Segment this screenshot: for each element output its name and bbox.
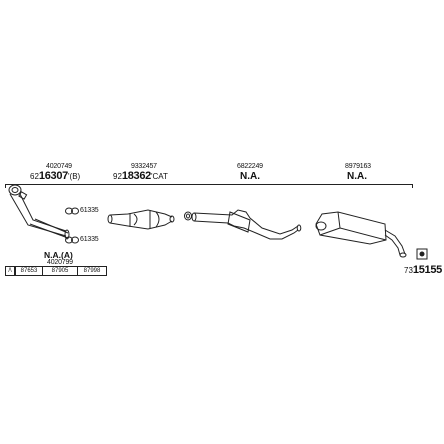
part-na-3: N.A. (240, 171, 260, 182)
part-code-1: 6216307'(B) (30, 170, 81, 182)
assembly-top-line (5, 184, 413, 185)
part-ref-1: 4020749 (46, 163, 72, 170)
assembly-left-tick (5, 184, 6, 188)
part-ref-3: 6822249 (237, 163, 263, 170)
clamp-label-1: 61335 (80, 207, 99, 214)
assembly-code: 7315155 (404, 264, 442, 276)
left-na-label: N.A.(A) (44, 250, 73, 260)
part-ref-4: 8979163 (345, 163, 371, 170)
clamp-label-2: 61335 (80, 236, 99, 243)
clamp-icon-2 (65, 236, 79, 244)
assembly-right-tick (412, 184, 413, 188)
part-ref-2: 9332457 (131, 163, 157, 170)
table-cell-2: 87905 (42, 266, 78, 276)
part-code-2: 9218362'CAT (113, 170, 168, 182)
table-cell-1: 87653 (15, 266, 43, 276)
part-na-4: N.A. (347, 171, 367, 182)
table-cell-3: 87998 (77, 266, 107, 276)
table-cell-marker: /\ (5, 266, 15, 276)
clamp-icon-1 (65, 207, 79, 215)
joint-icon (184, 211, 192, 221)
clamp-kit-icon (416, 248, 428, 260)
left-ref-label: 4020799 (47, 259, 73, 266)
